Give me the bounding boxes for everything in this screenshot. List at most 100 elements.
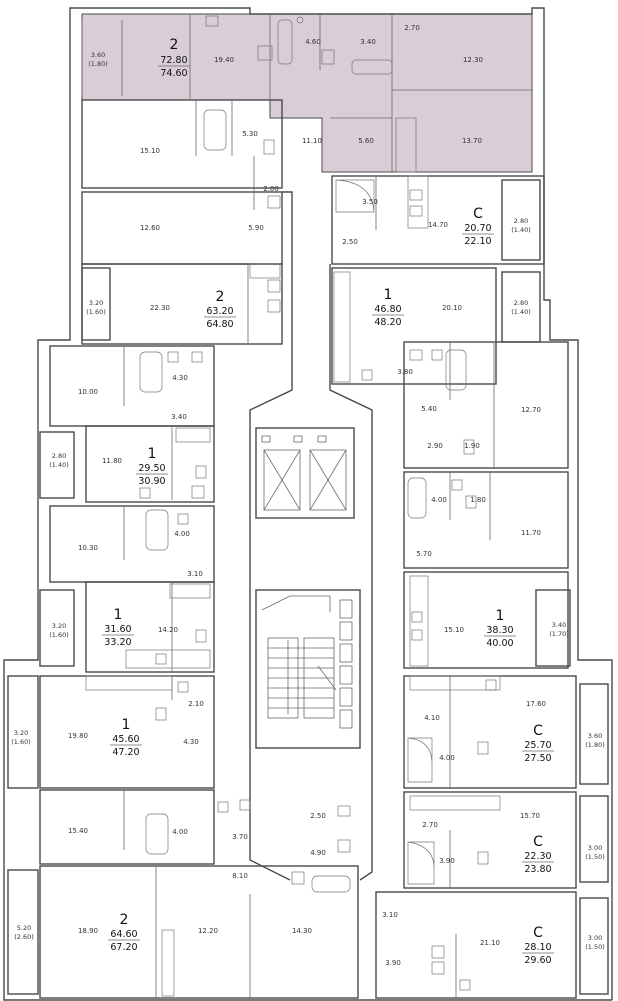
svg-text:2.70: 2.70: [422, 821, 438, 829]
apt-boundary: [403, 571, 569, 669]
apartment-label[interactable]: С 25.70 27.50: [522, 723, 554, 764]
svg-text:4.30: 4.30: [172, 374, 188, 382]
svg-text:3.40: 3.40: [552, 621, 566, 629]
svg-text:4.60: 4.60: [305, 38, 321, 46]
outer-wall-left: [3, 14, 612, 1001]
svg-text:47.20: 47.20: [112, 747, 139, 758]
svg-text:4.00: 4.00: [439, 754, 455, 762]
svg-text:4.00: 4.00: [431, 496, 447, 504]
bathtub-icon: [145, 509, 169, 551]
apartment-label[interactable]: 2 64.60 67.20: [108, 912, 140, 953]
svg-text:22.10: 22.10: [464, 236, 491, 247]
svg-text:1.80: 1.80: [470, 496, 486, 504]
svg-text:3.00: 3.00: [588, 934, 602, 942]
kitchen-counter: [409, 675, 501, 691]
shower-icon: [335, 179, 375, 213]
svg-text:8.10: 8.10: [232, 872, 248, 880]
svg-text:3.90: 3.90: [385, 959, 401, 967]
svg-text:38.30: 38.30: [486, 625, 513, 636]
svg-text:14.70: 14.70: [428, 221, 448, 229]
svg-text:12.20: 12.20: [198, 927, 218, 935]
svg-text:3.20: 3.20: [14, 729, 28, 737]
svg-text:67.20: 67.20: [110, 942, 137, 953]
svg-text:74.60: 74.60: [160, 68, 187, 79]
staircase: [255, 589, 361, 749]
svg-text:3.00: 3.00: [588, 844, 602, 852]
svg-text:15.10: 15.10: [140, 147, 160, 155]
svg-text:(1.80): (1.80): [585, 741, 605, 749]
bathtub-icon: [139, 351, 163, 393]
svg-text:2.10: 2.10: [188, 700, 204, 708]
svg-text:2.80: 2.80: [52, 452, 66, 460]
svg-text:29.50: 29.50: [138, 463, 165, 474]
kitchen-counter: [333, 271, 351, 383]
svg-text:48.20: 48.20: [374, 317, 401, 328]
svg-text:19.80: 19.80: [68, 732, 88, 740]
apartment-label[interactable]: С 22.30 23.80: [522, 834, 554, 875]
svg-text:45.60: 45.60: [112, 734, 139, 745]
svg-text:20.70: 20.70: [464, 223, 491, 234]
kitchen-counter: [161, 929, 175, 997]
apartment-label[interactable]: 1 46.80 48.20: [372, 287, 404, 328]
svg-text:10.00: 10.00: [78, 388, 98, 396]
balcony: [7, 869, 39, 995]
svg-text:12.30: 12.30: [463, 56, 483, 64]
svg-text:3.20: 3.20: [89, 299, 103, 307]
svg-text:2.00: 2.00: [263, 185, 279, 193]
svg-text:20.10: 20.10: [442, 304, 462, 312]
svg-text:23.80: 23.80: [524, 864, 551, 875]
svg-text:4.00: 4.00: [172, 828, 188, 836]
svg-text:1: 1: [122, 717, 131, 733]
svg-text:18.90: 18.90: [78, 927, 98, 935]
apt-boundary: [331, 175, 545, 265]
svg-text:1.90: 1.90: [464, 442, 480, 450]
svg-text:4.30: 4.30: [183, 738, 199, 746]
svg-text:5.30: 5.30: [242, 130, 258, 138]
svg-text:С: С: [533, 723, 543, 739]
svg-text:46.80: 46.80: [374, 304, 401, 315]
apartment-label[interactable]: С 20.70 22.10: [462, 206, 494, 247]
apt-boundary: [375, 891, 577, 999]
balcony: [7, 675, 39, 789]
apartment-label[interactable]: 1 29.50 30.90: [136, 446, 168, 487]
svg-text:64.60: 64.60: [110, 929, 137, 940]
apt-boundary: [85, 581, 215, 673]
apartment-label[interactable]: С 28.10 29.60: [522, 925, 554, 966]
balcony: [501, 179, 541, 261]
svg-text:31.60: 31.60: [104, 624, 131, 635]
svg-text:3.10: 3.10: [382, 911, 398, 919]
svg-text:(1.70): (1.70): [549, 630, 569, 638]
svg-text:1: 1: [114, 607, 123, 623]
apartment-label[interactable]: 2 63.20 64.80: [204, 289, 236, 330]
svg-text:4.90: 4.90: [310, 849, 326, 857]
svg-text:С: С: [473, 206, 483, 222]
svg-text:С: С: [533, 834, 543, 850]
apt-boundary: [81, 99, 283, 189]
svg-text:5.70: 5.70: [416, 550, 432, 558]
svg-text:15.10: 15.10: [444, 626, 464, 634]
svg-text:14.20: 14.20: [158, 626, 178, 634]
svg-text:2.50: 2.50: [342, 238, 358, 246]
svg-text:3.40: 3.40: [171, 413, 187, 421]
svg-text:3.40: 3.40: [360, 38, 376, 46]
kitchen-counter: [249, 263, 281, 279]
svg-text:15.70: 15.70: [520, 812, 540, 820]
svg-text:(1.50): (1.50): [585, 853, 605, 861]
apartment-label[interactable]: 2 72.80 74.60: [158, 37, 190, 79]
kitchen-counter: [175, 427, 211, 443]
apartment-label[interactable]: 1 38.30 40.00: [484, 608, 516, 649]
svg-text:11.80: 11.80: [102, 457, 122, 465]
apartment-label[interactable]: 1 31.60 33.20: [102, 607, 134, 648]
svg-text:64.80: 64.80: [206, 319, 233, 330]
svg-text:19.40: 19.40: [214, 56, 234, 64]
svg-text:(1.50): (1.50): [585, 943, 605, 951]
apt-boundary: [39, 789, 215, 865]
svg-text:2.70: 2.70: [404, 24, 420, 32]
svg-text:3.70: 3.70: [232, 833, 248, 841]
svg-text:3.50: 3.50: [362, 198, 378, 206]
sanitary-fixtures: [139, 15, 497, 991]
apartment-label[interactable]: 1 45.60 47.20: [110, 717, 142, 758]
balcony: [501, 271, 541, 343]
room-area-labels: 19.40 4.60 3.40 2.70 12.30 15.10 5.30 11…: [68, 24, 546, 967]
svg-text:12.70: 12.70: [521, 406, 541, 414]
